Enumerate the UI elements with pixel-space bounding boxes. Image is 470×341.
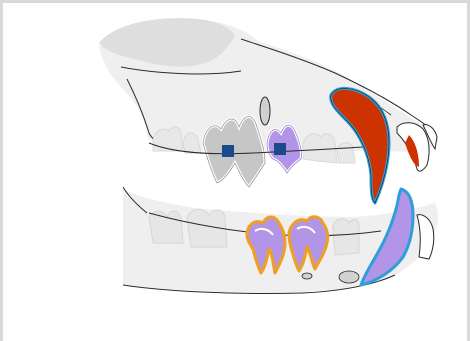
diagram-frame: [3, 3, 467, 341]
marker-square: [274, 143, 286, 155]
orbit: [260, 97, 270, 125]
lower-tooth-faint: [149, 211, 183, 243]
lower-tooth-faint: [333, 219, 359, 255]
upper-tooth-faint: [303, 134, 337, 163]
upper-tooth-faint: [337, 143, 355, 163]
mental-foramen: [339, 271, 359, 283]
skull-diagram: [3, 3, 467, 341]
mental-foramen: [302, 273, 312, 279]
marker-square: [222, 145, 234, 157]
